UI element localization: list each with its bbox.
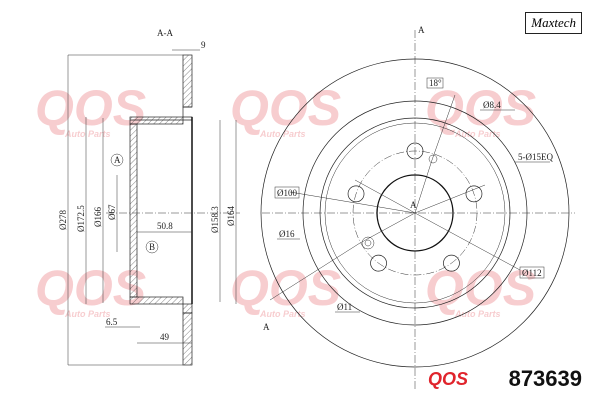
datum-a: A <box>114 155 121 165</box>
dim-thickness: 9 <box>201 40 206 50</box>
dim-depth: 50.8 <box>157 221 173 231</box>
dim-d84: Ø8.4 <box>483 100 501 110</box>
svg-text:Auto Parts: Auto Parts <box>259 309 306 319</box>
svg-text:Auto Parts: Auto Parts <box>259 129 306 139</box>
dim-d278: Ø278 <box>58 210 68 230</box>
bolt-hole <box>347 185 365 203</box>
svg-text:QOS: QOS <box>425 260 536 316</box>
svg-text:Auto Parts: Auto Parts <box>454 129 501 139</box>
dim-d100: Ø100 <box>277 188 297 198</box>
angle-label: 18° <box>429 78 442 88</box>
svg-text:Auto Parts: Auto Parts <box>64 129 111 139</box>
section-title: A-A <box>157 28 173 38</box>
dim-d16: Ø16 <box>279 229 295 239</box>
section-mark-center: A <box>410 200 417 210</box>
dim-height: 49 <box>160 332 170 342</box>
bolt-hole <box>370 254 387 272</box>
dim-d67: Ø67 <box>107 204 117 220</box>
qos-logo: QOS <box>428 369 469 389</box>
small-hole <box>361 236 375 250</box>
svg-text:QOS: QOS <box>425 80 536 136</box>
section-view: A-A 9 Ø278 Ø172.5 Ø166 Ø67 50.8 Ø158.3 Ø… <box>58 28 240 366</box>
svg-text:QOS: QOS <box>230 260 341 316</box>
small-hole <box>364 239 372 247</box>
dim-d166: Ø166 <box>93 207 103 227</box>
front-view: A A A 18° Ø8.4 5-Ø15EQ Ø100 Ø16 Ø112 Ø11 <box>260 25 575 390</box>
dim-d164: Ø164 <box>226 206 236 226</box>
dim-holes: 5-Ø15EQ <box>518 152 553 162</box>
section-mark-top: A <box>418 25 425 35</box>
dim-d112: Ø112 <box>522 268 542 278</box>
svg-text:Auto Parts: Auto Parts <box>454 309 501 319</box>
svg-text:QOS: QOS <box>35 80 146 136</box>
svg-text:Auto Parts: Auto Parts <box>64 309 111 319</box>
svg-text:QOS: QOS <box>35 260 146 316</box>
brand-logo: Maxtech <box>525 12 582 34</box>
dim-d11: Ø11 <box>337 302 352 312</box>
bolt-hole <box>406 142 424 160</box>
dim-d172: Ø172.5 <box>76 205 86 232</box>
dim-d158: Ø158.3 <box>210 206 220 233</box>
dim-hub-thk: 6.5 <box>106 317 118 327</box>
svg-text:QOS: QOS <box>230 80 341 136</box>
datum-b: B <box>149 242 155 252</box>
section-mark-bottom: A <box>263 322 270 332</box>
part-number: 873639 <box>508 366 582 391</box>
bolt-hole <box>443 254 460 272</box>
bolt-hole <box>465 185 483 203</box>
small-hole <box>428 154 438 164</box>
